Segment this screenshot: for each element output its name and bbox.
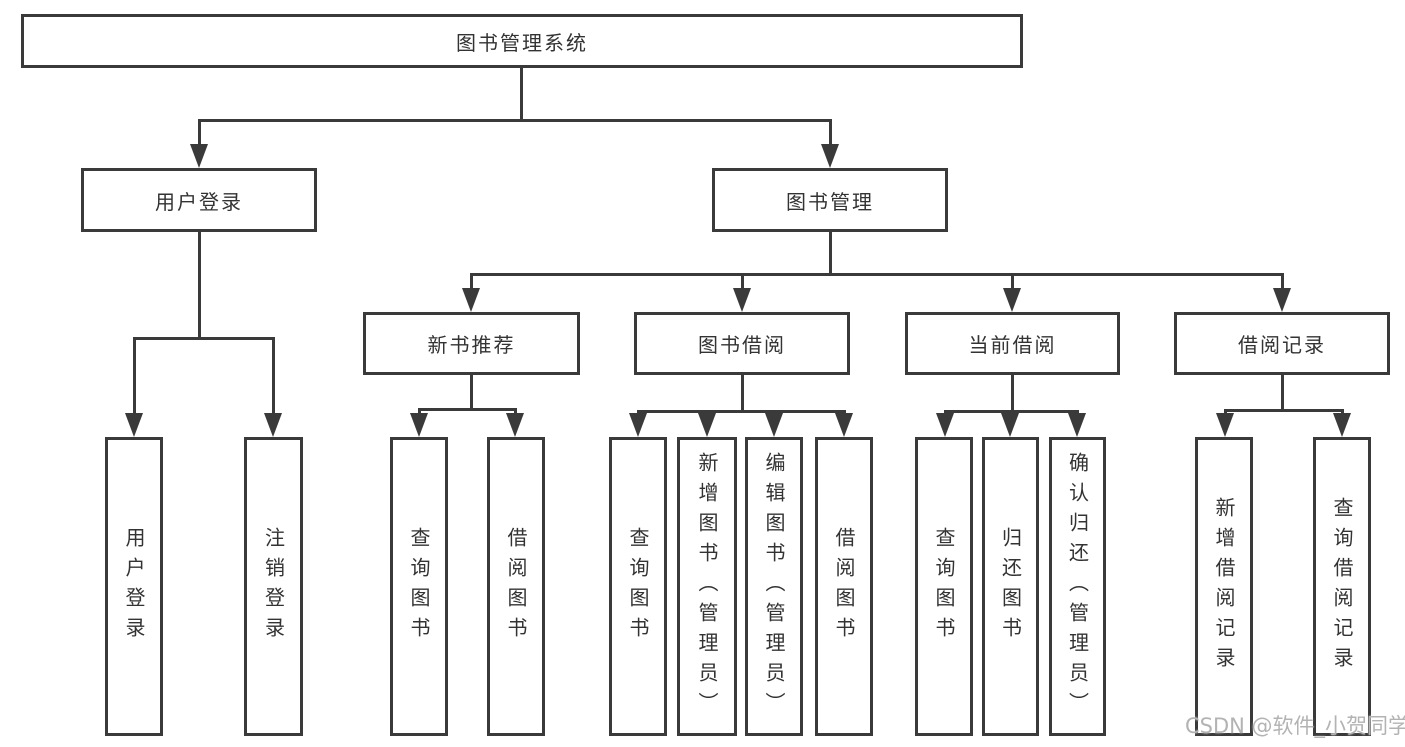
node-logout-action: 注销登录: [244, 437, 303, 736]
node-query-borrow-record: 查询借阅记录: [1313, 437, 1371, 736]
connector-line: [1281, 273, 1284, 294]
arrowhead-icon: [190, 144, 208, 168]
node-query-books-2: 查询图书: [609, 437, 667, 736]
node-return-book: 归还图书: [982, 437, 1039, 736]
node-book-management-label: 图书管理: [786, 189, 874, 214]
node-add-book-admin-label: 新增图书（管理员）: [695, 451, 719, 722]
node-confirm-return-admin-label: 确认归还（管理员）: [1065, 451, 1090, 722]
node-user-login: 用户登录: [81, 168, 317, 232]
node-edit-book-admin-label: 编辑图书（管理员）: [762, 451, 786, 722]
connector-line: [198, 119, 201, 150]
node-new-book-recommend: 新书推荐: [363, 312, 580, 375]
node-query-books-1-label: 查询图书: [407, 526, 431, 647]
connector-line: [1011, 375, 1014, 412]
connector-line: [637, 410, 846, 413]
node-query-books-2-label: 查询图书: [626, 526, 650, 647]
connector-line: [1281, 375, 1284, 411]
connector-line: [470, 273, 1284, 276]
arrowhead-icon: [1001, 413, 1019, 437]
node-add-book-admin: 新增图书（管理员）: [677, 437, 737, 736]
node-query-borrow-record-label: 查询借阅记录: [1330, 496, 1354, 677]
node-query-books-1: 查询图书: [390, 437, 448, 736]
connector-line: [829, 119, 832, 150]
connector-line: [470, 273, 473, 294]
node-query-books-3-label: 查询图书: [932, 526, 956, 647]
connector-line: [272, 337, 275, 419]
arrowhead-icon: [936, 413, 954, 437]
connector-line: [470, 375, 473, 410]
arrowhead-icon: [1273, 288, 1291, 312]
arrowhead-icon: [1333, 413, 1351, 437]
node-book-borrow: 图书借阅: [634, 312, 850, 375]
node-borrow-books-2-label: 借阅图书: [832, 526, 856, 647]
node-library-system-label: 图书管理系统: [456, 30, 588, 55]
node-user-login-action: 用户登录: [105, 437, 163, 736]
node-new-book-recommend-label: 新书推荐: [427, 333, 516, 357]
arrowhead-icon: [1003, 288, 1021, 312]
arrowhead-icon: [821, 144, 839, 168]
arrowhead-icon: [629, 413, 647, 437]
node-borrow-books-1-label: 借阅图书: [504, 526, 528, 647]
node-borrow-records-label: 借阅记录: [1238, 333, 1326, 357]
arrowhead-icon: [733, 288, 751, 312]
arrowhead-icon: [462, 288, 480, 312]
connector-line: [418, 408, 517, 411]
node-borrow-books-2: 借阅图书: [815, 437, 873, 736]
arrowhead-icon: [1216, 413, 1234, 437]
arrowhead-icon: [410, 413, 428, 437]
arrowhead-icon: [698, 413, 716, 437]
connector-line: [198, 232, 201, 339]
node-edit-book-admin: 编辑图书（管理员）: [745, 437, 803, 736]
connector-line: [1011, 273, 1014, 294]
arrowhead-icon: [506, 413, 524, 437]
node-current-borrow: 当前借阅: [905, 312, 1120, 375]
node-borrow-records: 借阅记录: [1174, 312, 1390, 375]
connector-line: [133, 337, 136, 419]
node-borrow-books-1: 借阅图书: [487, 437, 545, 736]
arrowhead-icon: [765, 413, 783, 437]
watermark: CSDN @软件_小贺同学: [1185, 714, 1405, 738]
arrowhead-icon: [1068, 413, 1086, 437]
arrowhead-icon: [264, 413, 282, 437]
connector-line: [133, 337, 274, 340]
connector-line: [741, 375, 744, 412]
connector-line: [198, 119, 832, 122]
connector-line: [741, 273, 744, 294]
node-confirm-return-admin: 确认归还（管理员）: [1049, 437, 1106, 736]
node-return-book-label: 归还图书: [998, 526, 1023, 647]
node-logout-action-label: 注销登录: [261, 526, 286, 647]
node-add-borrow-record: 新增借阅记录: [1195, 437, 1253, 736]
arrowhead-icon: [125, 413, 143, 437]
node-library-system: 图书管理系统: [21, 14, 1023, 68]
connector-line: [520, 68, 523, 121]
node-user-login-label: 用户登录: [155, 189, 243, 214]
node-add-borrow-record-label: 新增借阅记录: [1212, 496, 1236, 677]
node-current-borrow-label: 当前借阅: [968, 333, 1057, 357]
connector-line: [1224, 409, 1344, 412]
arrowhead-icon: [835, 413, 853, 437]
connector-line: [829, 232, 832, 275]
node-query-books-3: 查询图书: [915, 437, 973, 736]
node-book-borrow-label: 图书借阅: [698, 333, 786, 357]
node-book-management: 图书管理: [712, 168, 948, 232]
node-user-login-action-label: 用户登录: [122, 526, 146, 647]
